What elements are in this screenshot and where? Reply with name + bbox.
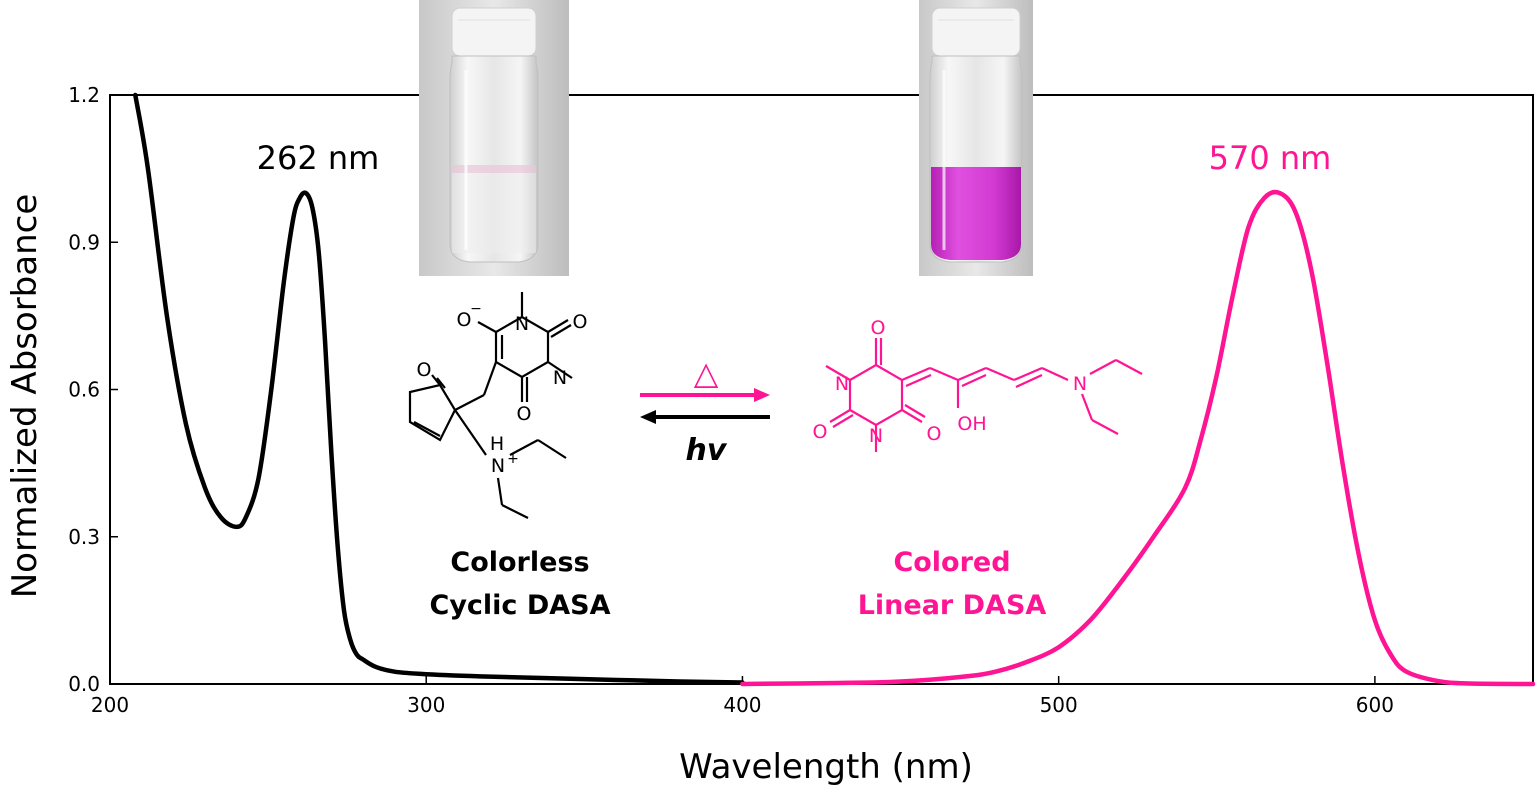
svg-text:O: O bbox=[517, 403, 532, 425]
reaction-arrows: △ hv bbox=[640, 354, 770, 468]
y-tick-label: 0.6 bbox=[68, 378, 100, 402]
svg-text:N: N bbox=[1073, 373, 1087, 395]
svg-text:O: O bbox=[573, 311, 588, 333]
colorless-caption-line2: Cyclic DASA bbox=[430, 590, 611, 621]
svg-text:OH: OH bbox=[957, 413, 986, 435]
cyclic-dasa-spectrum-line bbox=[133, 92, 745, 685]
svg-text:O: O bbox=[871, 317, 886, 339]
y-tick-label: 0.9 bbox=[68, 230, 100, 254]
svg-text:N: N bbox=[869, 425, 883, 447]
svg-text:N: N bbox=[515, 313, 529, 335]
svg-text:N: N bbox=[835, 373, 849, 395]
svg-text:O: O bbox=[457, 309, 472, 331]
x-tick-label: 400 bbox=[723, 693, 761, 717]
svg-text:−: − bbox=[470, 301, 482, 317]
x-tick-label: 600 bbox=[1356, 693, 1394, 717]
plot-area-frame bbox=[109, 94, 1534, 685]
svg-text:O: O bbox=[927, 423, 942, 445]
peak-label-570: 570 nm bbox=[1209, 139, 1332, 177]
linear-dasa-spectrum-line bbox=[740, 189, 1536, 687]
light-hv-label: hv bbox=[686, 433, 728, 468]
svg-text:N: N bbox=[491, 455, 505, 477]
linear-dasa-atom-labels: O N O N O OH N bbox=[813, 317, 1088, 447]
y-tick-label: 0.3 bbox=[68, 525, 100, 549]
linear-dasa-structure bbox=[825, 338, 1143, 452]
svg-text:H: H bbox=[490, 433, 504, 455]
svg-text:+: + bbox=[507, 451, 519, 467]
y-tick-label: 1.2 bbox=[68, 83, 100, 107]
colored-caption-line1: Colored bbox=[893, 547, 1010, 578]
cyclic-dasa-structure bbox=[408, 292, 573, 519]
colorless-vial-photo bbox=[419, 0, 569, 276]
y-axis-title: Normalized Absorbance bbox=[5, 194, 45, 599]
y-tick-label: 0.0 bbox=[68, 672, 100, 696]
peak-label-262: 262 nm bbox=[257, 139, 380, 177]
svg-text:O: O bbox=[813, 421, 828, 443]
colorless-caption-line1: Colorless bbox=[450, 547, 589, 578]
colored-vial-photo bbox=[919, 0, 1033, 276]
heat-triangle-symbol: △ bbox=[694, 354, 719, 392]
x-tick-label: 500 bbox=[1040, 693, 1078, 717]
cyclic-dasa-atom-labels: O − N O N O O H N + bbox=[417, 301, 588, 477]
x-tick-label: 300 bbox=[407, 693, 445, 717]
svg-text:O: O bbox=[417, 359, 432, 381]
x-tick-label: 200 bbox=[91, 693, 129, 717]
svg-text:N: N bbox=[553, 367, 567, 389]
colored-caption-line2: Linear DASA bbox=[858, 590, 1047, 621]
x-axis-title: Wavelength (nm) bbox=[679, 747, 973, 786]
